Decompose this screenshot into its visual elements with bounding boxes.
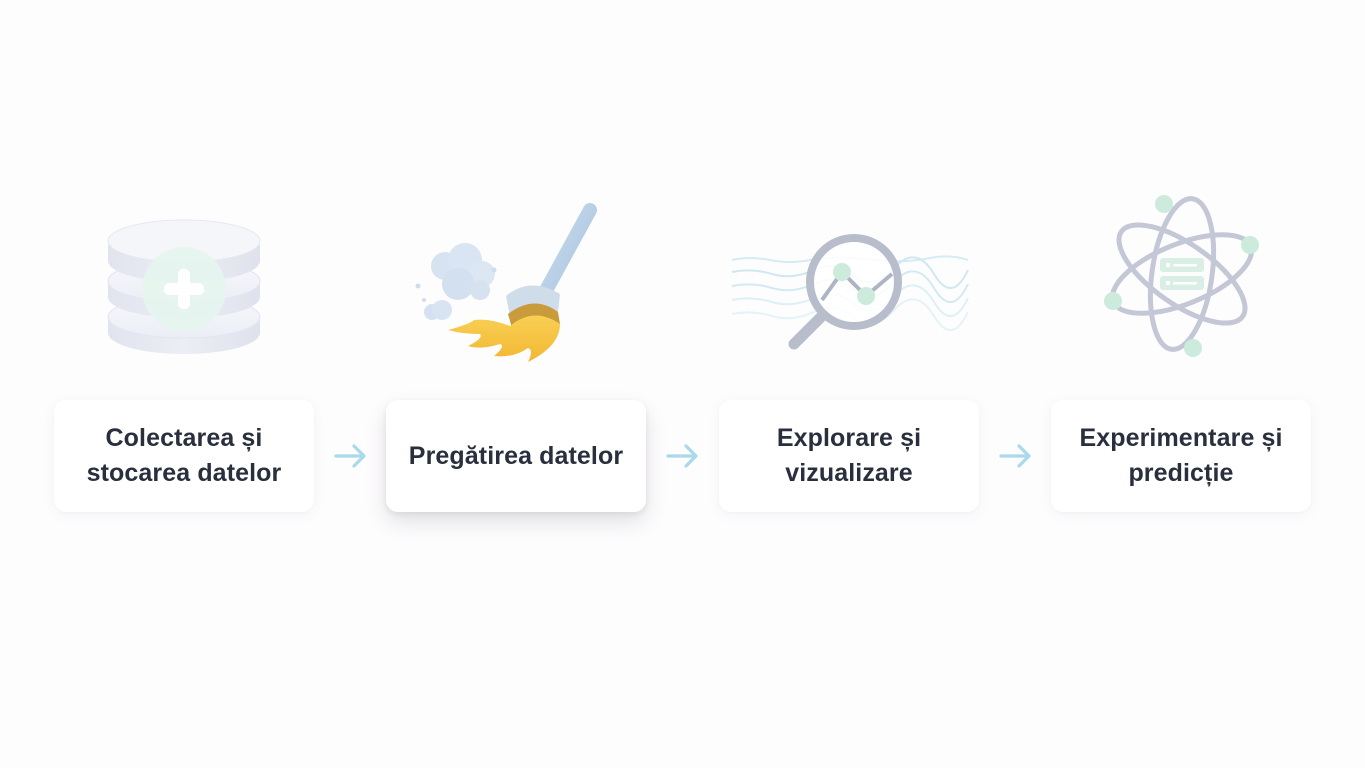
step-card-collect[interactable]: Colectarea și stocarea datelor <box>54 400 314 512</box>
arrow-right-icon <box>334 444 366 468</box>
step-label: Explorare și vizualizare <box>776 424 922 487</box>
step-card-prepare[interactable]: Pregătirea datelor <box>386 400 646 512</box>
magnifier-chart-icon <box>731 234 969 350</box>
database-plus-icon <box>107 219 261 354</box>
broom-icon <box>415 203 597 362</box>
step-label: Pregătirea datelor <box>408 441 624 470</box>
arrow-right-icon <box>666 444 698 468</box>
arrow-right-icon <box>999 444 1031 468</box>
atom-server-icon <box>1104 195 1259 357</box>
step-card-experiment[interactable]: Experimentare și predicție <box>1051 400 1311 512</box>
step-label: Experimentare și predicție <box>1079 424 1283 487</box>
step-card-explore[interactable]: Explorare și vizualizare <box>719 400 979 512</box>
step-label: Colectarea și stocarea datelor <box>86 424 282 487</box>
